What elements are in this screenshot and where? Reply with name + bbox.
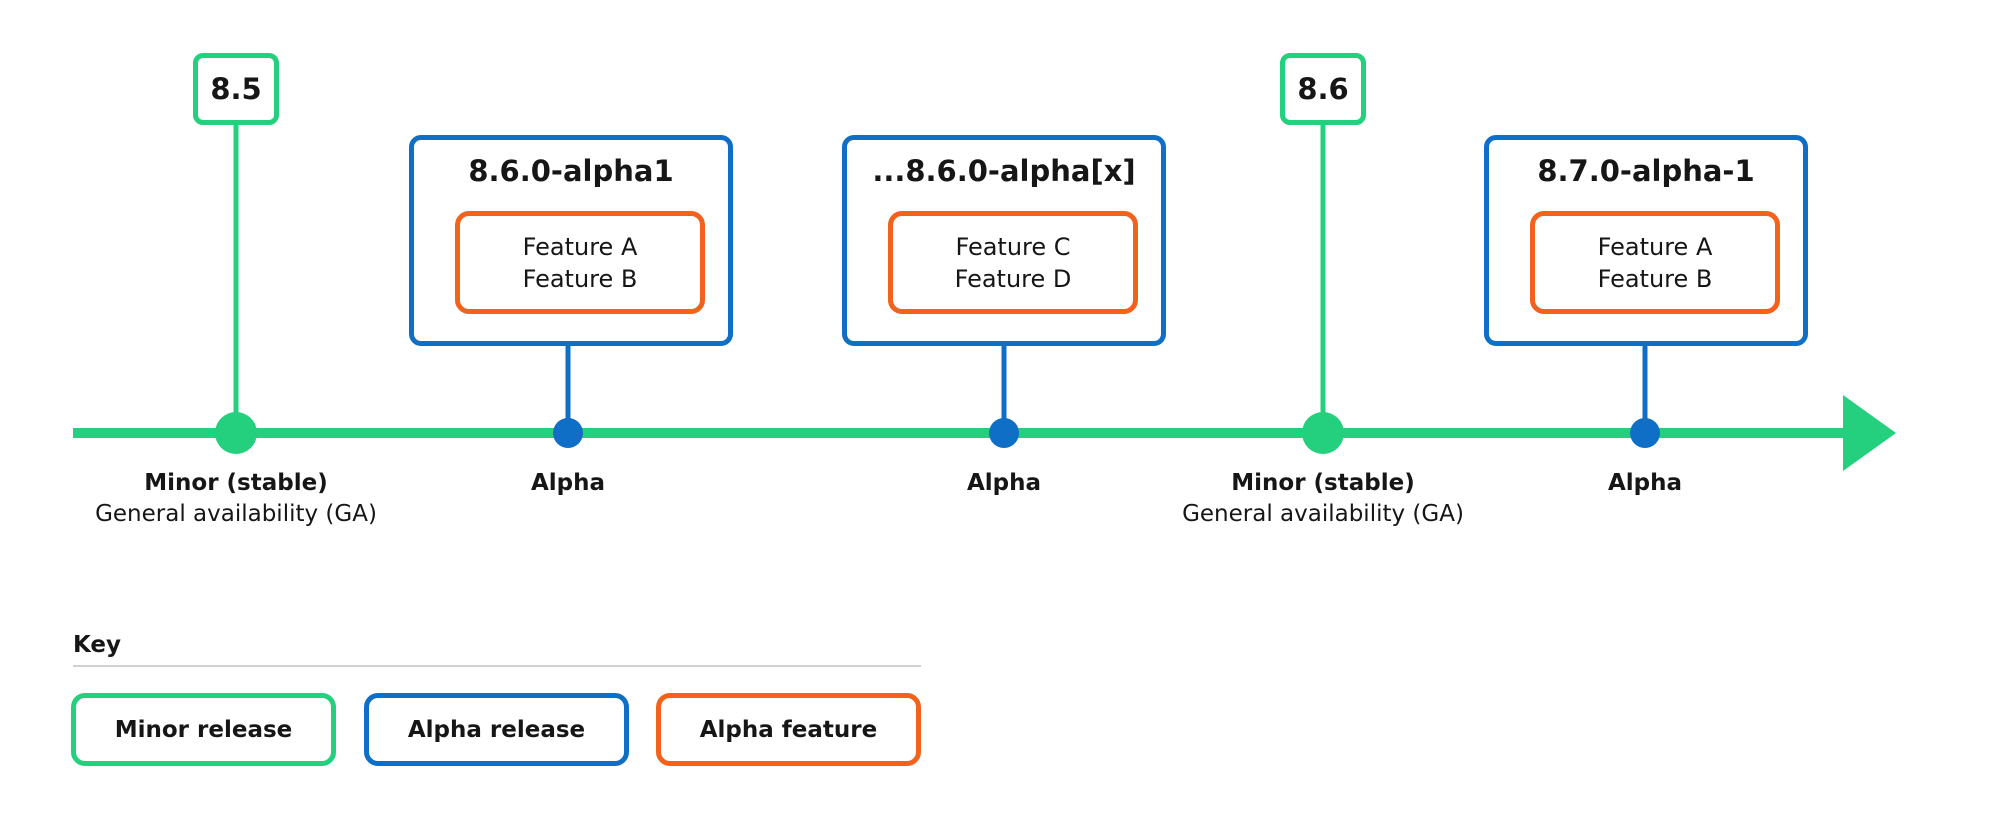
minor-node-8-6 — [1302, 412, 1344, 454]
feature-label: Feature A — [522, 232, 638, 261]
feature-label: Feature B — [1597, 264, 1713, 293]
minor-label-subtitle: General availability (GA) — [95, 501, 377, 527]
key-item-alpha-feature: Alpha feature — [656, 693, 921, 766]
minor-version-label: 8.5 — [210, 72, 262, 106]
alpha-label: Alpha — [966, 470, 1042, 496]
feature-label: Feature A — [1597, 232, 1713, 261]
minor-label-subtitle: General availability (GA) — [1182, 501, 1464, 527]
timeline-arrowhead — [1843, 395, 1896, 471]
key-item-label: Alpha release — [407, 716, 586, 743]
alpha-label: Alpha — [1607, 470, 1683, 496]
feature-label: Feature B — [522, 264, 638, 293]
alpha-feature-box: Feature A Feature B — [455, 211, 705, 314]
feature-label: Feature C — [955, 232, 1071, 261]
key-divider — [73, 665, 921, 667]
minor-label-title: Minor (stable) — [144, 470, 328, 496]
minor-tag-8-6: 8.6 — [1280, 53, 1366, 125]
alpha-release-title: ...8.6.0-alpha[x] — [872, 154, 1136, 188]
alpha-feature-box: Feature A Feature B — [1530, 211, 1780, 314]
alpha-label: Alpha — [530, 470, 606, 496]
minor-tag-8-5: 8.5 — [193, 53, 279, 125]
key-item-label: Minor release — [114, 716, 293, 743]
feature-label: Feature D — [954, 264, 1072, 293]
key-item-minor-release: Minor release — [71, 693, 336, 766]
alpha-node-3 — [1630, 418, 1660, 448]
alpha-feature-box: Feature C Feature D — [888, 211, 1138, 314]
key-item-alpha-release: Alpha release — [364, 693, 629, 766]
minor-label-title: Minor (stable) — [1231, 470, 1415, 496]
alpha-release-box-1: 8.6.0-alpha1 Feature A Feature B — [409, 135, 733, 346]
alpha-node-2 — [989, 418, 1019, 448]
alpha-release-box-2: ...8.6.0-alpha[x] Feature C Feature D — [842, 135, 1166, 346]
alpha-release-title: 8.7.0-alpha-1 — [1537, 154, 1755, 188]
alpha-node-1 — [553, 418, 583, 448]
alpha-release-title: 8.6.0-alpha1 — [468, 154, 674, 188]
minor-version-label: 8.6 — [1297, 72, 1349, 106]
key-item-label: Alpha feature — [699, 716, 878, 743]
minor-node-8-5 — [215, 412, 257, 454]
key-title: Key — [73, 632, 122, 658]
alpha-release-box-3: 8.7.0-alpha-1 Feature A Feature B — [1484, 135, 1808, 346]
